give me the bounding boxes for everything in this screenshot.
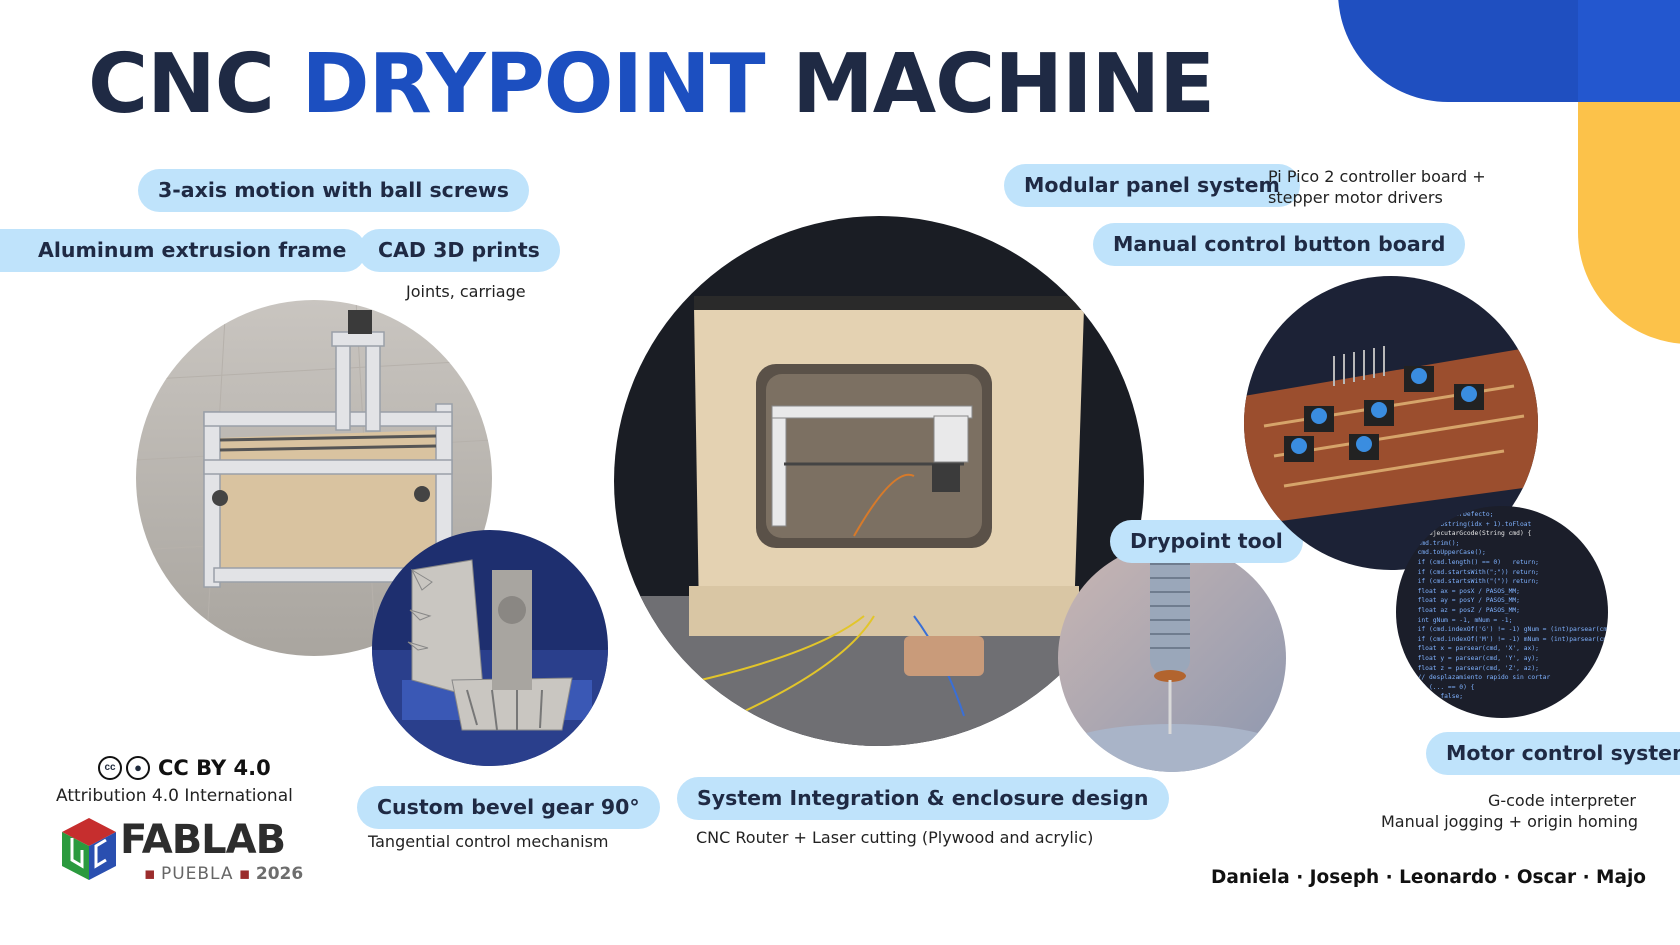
code-line: if (... == 0) { [1410, 683, 1475, 691]
fablab-name: FABLAB [120, 817, 286, 863]
note-cad-prints: Joints, carriage [406, 282, 526, 301]
drypoint-tool-illustration [1058, 544, 1286, 772]
fablab-year: 2026 [255, 864, 304, 884]
fablab-city: PUEBLA [160, 864, 234, 884]
code-line: if (cmd.startsWith(";")) return; [1410, 568, 1539, 576]
fablab-logo: FABLAB ▪ PUEBLA ▪ 2026 [58, 816, 308, 888]
code-line: cmd.trim(); [1410, 539, 1460, 547]
corner-decoration-yellow [1578, 102, 1680, 344]
corner-decoration-blue-light [1578, 0, 1680, 102]
code-listing: -1) return porDefecto; linea.substring(id… [1410, 510, 1608, 702]
bevel-gear-illustration [372, 530, 608, 766]
code-line: if (cmd.startsWith("(")) return; [1410, 578, 1539, 586]
code-line: float ax = posX / PASOS_MM; [1410, 587, 1520, 595]
code-line: -1) return porDefecto; [1410, 511, 1494, 518]
frame-photo [136, 300, 492, 656]
pill-drypoint-tool: Drypoint tool [1110, 520, 1303, 563]
license-label: CC BY 4.0 [158, 756, 271, 780]
code-line: cmd.toUpperCase(); [1410, 549, 1486, 557]
code-line: linea.substring(idx + 1).toFloat [1410, 520, 1532, 528]
code-line: if (cmd.indexOf('G') != -1) gNum = (int)… [1410, 626, 1608, 634]
fablab-cube-icon [62, 818, 116, 880]
frame-illustration [136, 300, 492, 656]
cc-icon: cc [98, 756, 122, 780]
code-line: float ay = posY / PASOS_MM; [1410, 597, 1520, 605]
code-line: // desplazamiento rapido sin cortar [1410, 674, 1551, 682]
code-line: int gNum = -1, mNum = -1; [1410, 616, 1513, 624]
note-modular-panel-1: Pi Pico 2 controller board + [1268, 167, 1486, 186]
pill-ball-screws: 3-axis motion with ball screws [138, 169, 529, 212]
license-badge: cc ● CC BY 4.0 [98, 756, 271, 780]
note-motor-control-2: Manual jogging + origin homing [1381, 812, 1638, 831]
code-line: if (cmd.length() == 0) return; [1410, 558, 1539, 566]
fablab-subline: ▪ PUEBLA ▪ 2026 [144, 864, 304, 884]
code-line: float y = parsear(cmd, 'Y', ay); [1410, 654, 1539, 662]
pill-system-integration: System Integration & enclosure design [677, 777, 1169, 820]
title-part-machine: MACHINE [792, 37, 1215, 132]
button-board-photo [1244, 276, 1538, 570]
code-line: float az = posZ / PASOS_MM; [1410, 606, 1520, 614]
title-part-cnc: CNC [88, 37, 275, 132]
note-bevel-gear: Tangential control mechanism [368, 832, 609, 851]
title-part-drypoint: DRYPOINT [301, 37, 766, 132]
button-board-illustration [1244, 276, 1538, 570]
code-line: = false; [1410, 693, 1464, 701]
pill-manual-board: Manual control button board [1093, 223, 1466, 266]
code-line: if (cmd.indexOf('M') != -1) mNum = (int)… [1410, 635, 1608, 643]
code-line: void ejecutarGcode(String cmd) { [1410, 530, 1532, 538]
attribution-icon: ● [126, 756, 150, 780]
page-title: CNC DRYPOINT MACHINE [88, 44, 1215, 126]
code-line: float z = parsear(cmd, 'Z', az); [1410, 664, 1539, 672]
enclosure-illustration [614, 216, 1144, 746]
pill-bevel-gear: Custom bevel gear 90° [357, 786, 660, 829]
note-modular-panel-2: stepper motor drivers [1268, 188, 1443, 207]
pill-cad-prints: CAD 3D prints [358, 229, 560, 272]
license-subtitle: Attribution 4.0 International [56, 786, 293, 806]
code-photo: -1) return porDefecto; linea.substring(id… [1396, 506, 1608, 718]
note-motor-control-1: G-code interpreter [1487, 791, 1636, 810]
bevel-gear-photo [372, 530, 608, 766]
drypoint-tool-photo [1058, 544, 1286, 772]
enclosure-photo [614, 216, 1144, 746]
pill-motor-control: Motor control system [1426, 732, 1680, 775]
pill-aluminum-frame: Aluminum extrusion frame [0, 229, 367, 272]
pill-modular-panel: Modular panel system [1004, 164, 1300, 207]
team-names: Daniela · Joseph · Leonardo · Oscar · Ma… [1211, 867, 1646, 888]
code-line: float x = parsear(cmd, 'X', ax); [1410, 645, 1539, 653]
note-system-integration: CNC Router + Laser cutting (Plywood and … [696, 828, 1094, 847]
